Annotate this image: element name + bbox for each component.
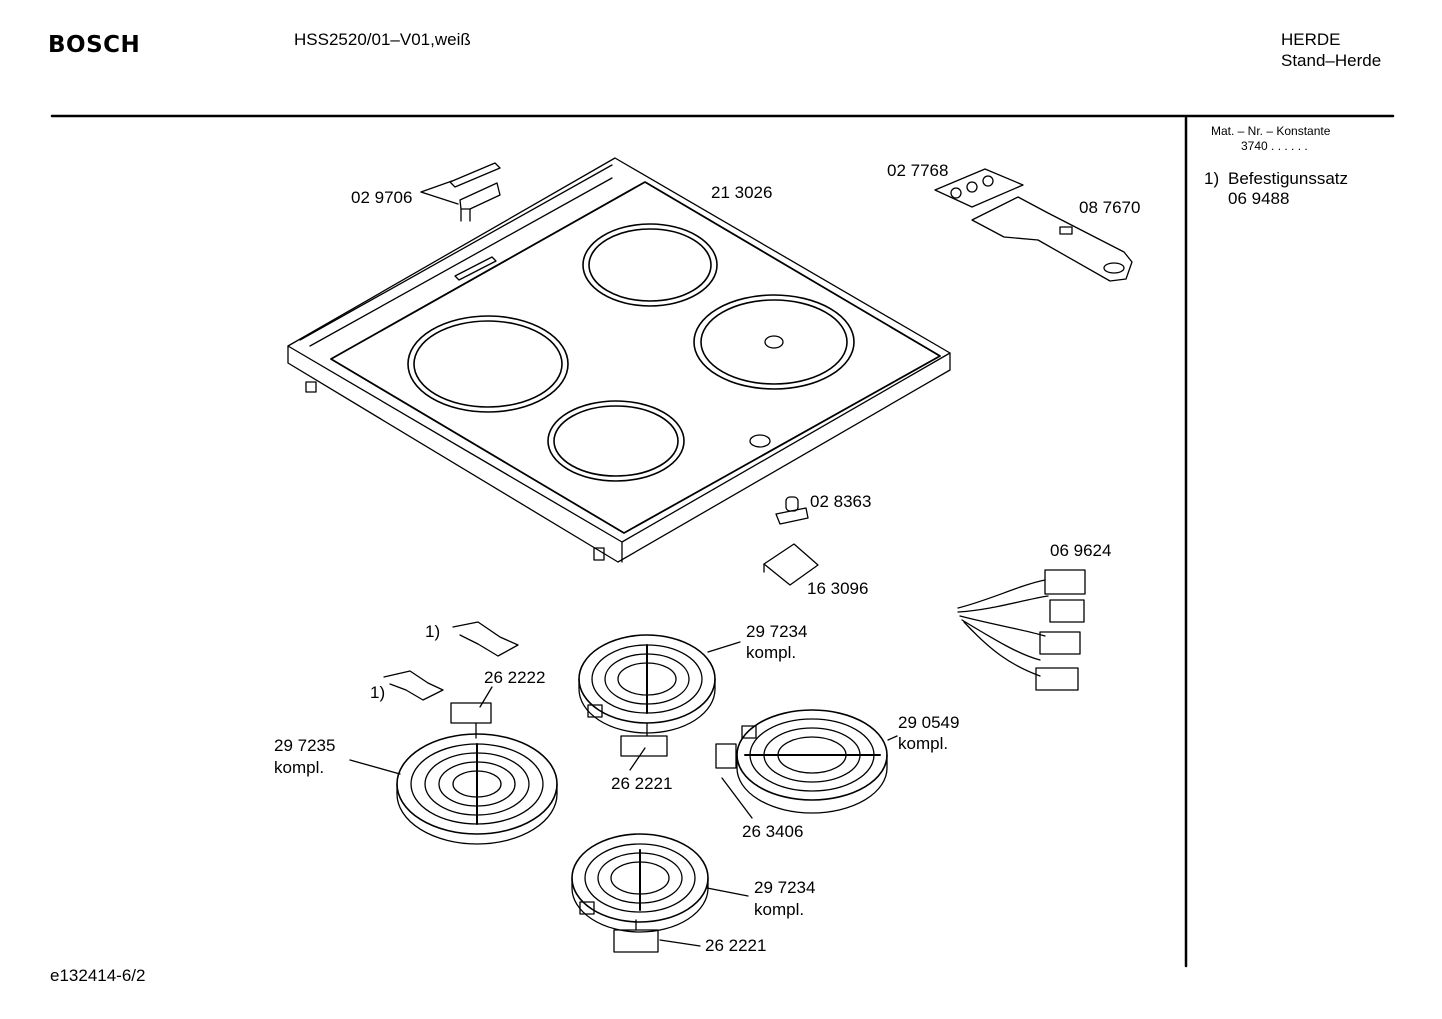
label-290549-kompl: kompl. — [898, 734, 949, 753]
document-id: e132414-6/2 — [50, 966, 146, 985]
model-title: HSS2520/01–V01,weiß — [294, 30, 471, 49]
label-297234-lower: 29 7234 — [754, 878, 816, 897]
terminal-block-262222 — [450, 702, 492, 724]
label-163096: 16 3096 — [807, 579, 869, 598]
heating-element-297234-lower — [571, 833, 709, 933]
label-069624: 06 9624 — [1050, 541, 1112, 560]
note-text: Befestigunssatz — [1228, 169, 1349, 188]
label-027768: 02 7768 — [887, 161, 949, 180]
category-line-2: Stand–Herde — [1281, 51, 1382, 70]
brand-logo: BOSCH — [48, 32, 141, 58]
label-297235-kompl: kompl. — [274, 758, 325, 777]
label-fixing-kit-2: 1) — [370, 683, 386, 702]
fixing-bracket — [775, 496, 809, 525]
note-part-number: 06 9488 — [1228, 189, 1290, 208]
cooktop-panel — [287, 157, 951, 563]
heating-element-290549 — [736, 709, 888, 814]
cable-loom — [957, 569, 1086, 691]
terminal-block-262221-lower — [613, 929, 659, 953]
note-marker: 1) — [1204, 169, 1220, 188]
fixing-kit-upper — [452, 621, 519, 657]
heating-element-297235 — [396, 733, 558, 845]
label-297234-upper-kompl: kompl. — [746, 643, 797, 662]
heating-element-297234-upper — [578, 634, 716, 734]
fixing-kit-lower — [383, 670, 444, 701]
label-029706: 02 9706 — [351, 188, 413, 207]
trim-clips — [449, 162, 501, 222]
label-213026: 21 3026 — [711, 183, 773, 202]
label-290549: 29 0549 — [898, 713, 960, 732]
label-028363: 02 8363 — [810, 492, 872, 511]
label-263406: 26 3406 — [742, 822, 804, 841]
label-297234-lower-kompl: kompl. — [754, 900, 805, 919]
mat-nr-heading: Mat. – Nr. – Konstante — [1211, 124, 1331, 138]
terminal-block-262221-upper — [620, 735, 668, 757]
mat-nr-value: 3740 . . . . . . — [1241, 139, 1308, 153]
label-262221-lower: 26 2221 — [705, 936, 767, 955]
scraper-tool — [934, 168, 1133, 282]
label-087670: 08 7670 — [1079, 198, 1141, 217]
cover-cap — [763, 543, 819, 586]
label-fixing-kit-1: 1) — [425, 622, 441, 641]
category-line-1: HERDE — [1281, 30, 1341, 49]
label-262222: 26 2222 — [484, 668, 546, 687]
label-297234-upper: 29 7234 — [746, 622, 808, 641]
label-297235: 29 7235 — [274, 736, 336, 755]
label-262221-upper: 26 2221 — [611, 774, 673, 793]
limiter-263406 — [715, 743, 737, 769]
